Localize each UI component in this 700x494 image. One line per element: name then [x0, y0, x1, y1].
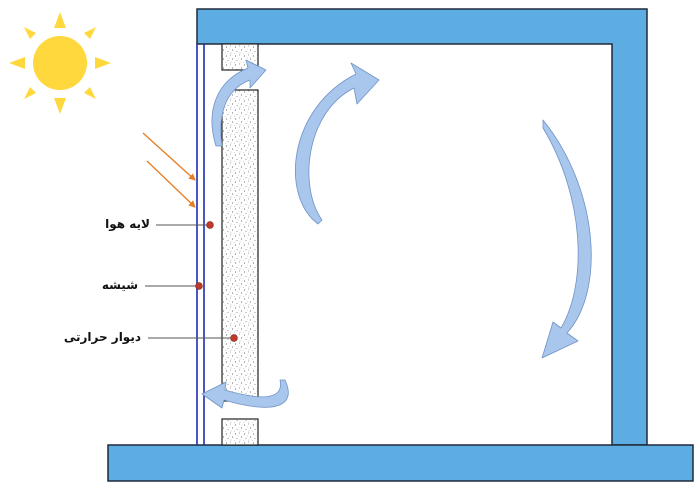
- convection-flows: [201, 59, 592, 409]
- air-layer-label: لایه هوا: [105, 217, 150, 231]
- convection-flow-arrow: [541, 119, 592, 359]
- floor-slab: [107, 444, 694, 482]
- thermal-wall: [221, 43, 259, 446]
- thermal-wall-mass: [221, 89, 259, 402]
- solar-ray-arrow: [142, 132, 196, 181]
- air-layer-marker: [206, 221, 214, 229]
- thermal-wall-marker: [230, 334, 238, 342]
- glass-marker: [195, 282, 203, 290]
- glazing: [196, 44, 205, 445]
- thermal-wall-label: دیوار حرارتی: [63, 330, 141, 344]
- solar-rays: [142, 132, 196, 208]
- solar-ray-arrow: [146, 160, 196, 208]
- convection-flow-arrow: [211, 59, 267, 147]
- convection-flow-arrow: [294, 62, 380, 225]
- thermal-wall-bottom-vent-block: [221, 418, 259, 446]
- sun-icon: [9, 12, 111, 114]
- glass-label: شیشه: [101, 278, 138, 292]
- callouts: [145, 221, 238, 342]
- convection-flow-arrow: [201, 379, 289, 409]
